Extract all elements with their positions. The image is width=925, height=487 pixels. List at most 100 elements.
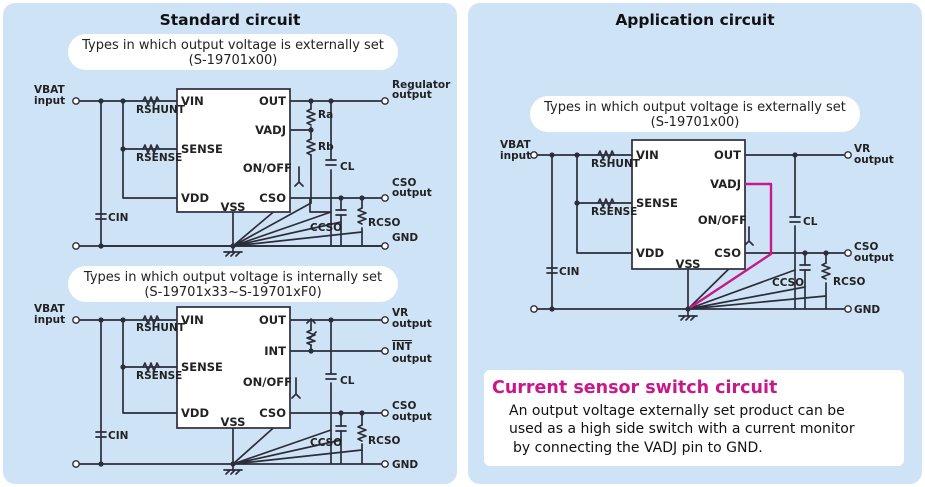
pin-onoff-2: ON/OFF bbox=[243, 375, 292, 389]
vadj-gnd-connection bbox=[687, 182, 773, 311]
pin-vdd-3: VDD bbox=[636, 246, 664, 260]
vr-label-2: VR bbox=[392, 307, 408, 319]
pin-vadj: VADJ bbox=[255, 123, 286, 137]
rshunt-resistor-1 bbox=[142, 96, 160, 106]
gnd-label-2: GND bbox=[392, 459, 418, 471]
cin-label-3: CIN bbox=[559, 266, 579, 278]
rsense-label-3: RSENSE bbox=[591, 206, 637, 218]
vr-output-label-2: output bbox=[392, 318, 432, 330]
cl-label-3: CL bbox=[803, 216, 818, 228]
cso-output-label-2: output bbox=[392, 411, 432, 423]
pin-vdd-2: VDD bbox=[181, 406, 209, 420]
caption-internal-line1: Types in which output voltage is interna… bbox=[83, 270, 382, 285]
rcso-resistor-3 bbox=[821, 262, 831, 280]
ccso-label-2: CCSO bbox=[310, 437, 342, 449]
rcso-label-1: RCSO bbox=[368, 217, 401, 229]
pin-vin-2: VIN bbox=[181, 313, 204, 327]
cl-label-2: CL bbox=[340, 375, 355, 387]
pin-sense-3: SENSE bbox=[636, 196, 678, 210]
circuit-internal-standard: VIN SENSE VDD OUT INT ON/OFF CSO VSS VBA… bbox=[34, 303, 432, 475]
sensor-switch-line1: An output voltage externally set product… bbox=[509, 403, 845, 419]
vbat-label-2: VBAT bbox=[34, 303, 65, 315]
rcso-resistor-2 bbox=[357, 424, 367, 442]
caption-external-app-line2: (S-19701x00) bbox=[651, 115, 740, 130]
standard-panel bbox=[3, 3, 457, 484]
pin-int: INT bbox=[264, 344, 286, 358]
input-label-3: input bbox=[500, 150, 531, 162]
rsense-resistor-3 bbox=[597, 198, 615, 208]
pin-sense: SENSE bbox=[181, 142, 223, 156]
rshunt-resistor-3 bbox=[597, 150, 615, 160]
pin-vin-3: VIN bbox=[636, 148, 659, 162]
vr-output-label-3: output bbox=[854, 154, 894, 166]
ic-application bbox=[631, 139, 746, 270]
cso-output-label-3: output bbox=[854, 252, 894, 264]
gnd-label-3: GND bbox=[854, 304, 880, 316]
rsense-resistor-1 bbox=[142, 144, 160, 154]
vbat-label-1: VBAT bbox=[34, 84, 65, 96]
caption-internal-line2: (S-19701x33~S-19701xF0) bbox=[144, 285, 321, 300]
pin-out-3: OUT bbox=[714, 148, 741, 162]
rsense-label-1: RSENSE bbox=[136, 152, 182, 164]
standard-title: Standard circuit bbox=[160, 11, 301, 29]
pin-vss-3: VSS bbox=[676, 257, 701, 271]
pin-sense-2: SENSE bbox=[181, 360, 223, 374]
rshunt-resistor-2 bbox=[142, 315, 160, 325]
pin-cso-3: CSO bbox=[714, 246, 741, 260]
caption-external-app-line1: Types in which output voltage is externa… bbox=[543, 100, 846, 115]
sensor-switch-title: Current sensor switch circuit bbox=[492, 378, 777, 398]
rshunt-label-1: RSHUNT bbox=[136, 104, 186, 116]
int-pullup-resistor bbox=[306, 329, 316, 346]
vbat-label-3: VBAT bbox=[500, 139, 531, 151]
int-bar-label: INT bbox=[392, 341, 413, 353]
cso-output-label-1: output bbox=[392, 187, 432, 199]
circuit-external-standard: VIN SENSE VDD OUT VADJ ON/OFF CSO VSS VB… bbox=[34, 79, 451, 257]
cso-label-2: CSO bbox=[392, 400, 416, 412]
pin-vin: VIN bbox=[181, 94, 204, 108]
rb-label: Rb bbox=[318, 141, 334, 153]
vr-label-3: VR bbox=[854, 143, 870, 155]
sensor-switch-note bbox=[484, 370, 904, 466]
caption-box-external-std bbox=[68, 34, 398, 70]
caption-box-internal bbox=[68, 266, 398, 302]
rcso-resistor-1 bbox=[357, 207, 367, 225]
application-title: Application circuit bbox=[615, 11, 775, 29]
int-output-label: output bbox=[392, 353, 432, 365]
cso-label-1: CSO bbox=[392, 177, 416, 189]
pin-vss: VSS bbox=[221, 200, 246, 214]
caption-external-std-line1: Types in which output voltage is externa… bbox=[81, 38, 384, 53]
cso-label-3: CSO bbox=[854, 241, 878, 253]
input-label-2: input bbox=[34, 314, 65, 326]
pin-onoff-3: ON/OFF bbox=[698, 213, 747, 227]
ic-internal-standard bbox=[176, 306, 291, 429]
rsense-resistor-2 bbox=[142, 362, 160, 372]
output-label-reg: output bbox=[392, 89, 432, 101]
pin-out-2: OUT bbox=[259, 313, 286, 327]
rb-resistor bbox=[306, 138, 316, 156]
ra-label: Ra bbox=[318, 109, 333, 121]
pin-vss-2: VSS bbox=[221, 415, 246, 429]
pin-onoff: ON/OFF bbox=[243, 161, 292, 175]
rsense-label-2: RSENSE bbox=[136, 370, 182, 382]
cin-label-2: CIN bbox=[108, 430, 128, 442]
cin-label-1: CIN bbox=[108, 212, 128, 224]
pin-out: OUT bbox=[259, 94, 286, 108]
caption-external-std-line2: (S-19701x00) bbox=[189, 53, 278, 68]
circuit-application: VIN SENSE VDD OUT VADJ ON/OFF CSO VSS VB… bbox=[500, 139, 894, 321]
pin-vdd: VDD bbox=[181, 191, 209, 205]
rcso-label-3: RCSO bbox=[833, 276, 866, 288]
gnd-label-1: GND bbox=[392, 232, 418, 244]
pin-vadj-3: VADJ bbox=[710, 177, 741, 191]
pin-cso: CSO bbox=[259, 191, 286, 205]
rcso-label-2: RCSO bbox=[368, 435, 401, 447]
ic-external-standard bbox=[176, 88, 291, 213]
caption-box-external-app bbox=[530, 96, 860, 132]
input-label-1: input bbox=[34, 95, 65, 107]
ccso-label-3: CCSO bbox=[772, 277, 804, 289]
rshunt-label-3: RSHUNT bbox=[591, 158, 641, 170]
sensor-switch-line3: by connecting the VADJ pin to GND. bbox=[513, 440, 763, 456]
ra-resistor bbox=[306, 108, 316, 126]
pin-cso-2: CSO bbox=[259, 406, 286, 420]
